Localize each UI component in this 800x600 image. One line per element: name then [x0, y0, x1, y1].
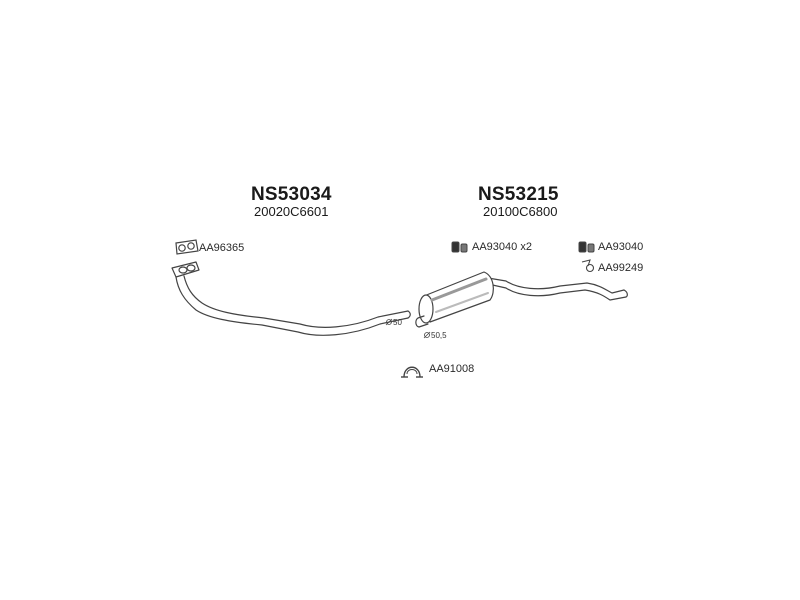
label-mount-pair: AA93040 x2 [472, 241, 532, 253]
assembly-1-part-number: NS53034 [251, 184, 332, 205]
label-gasket: AA96365 [199, 242, 245, 254]
silencer-inlet-diameter: 50,5 [431, 331, 447, 340]
rubber-mount-icon [451, 241, 468, 253]
front-pipe-diameter: 50 [393, 318, 402, 327]
diameter-symbol [385, 318, 431, 339]
clamp-icon [401, 366, 423, 378]
rubber-mount-icon [578, 241, 595, 253]
front-pipe[interactable] [171, 261, 411, 336]
assembly-2-reference: 20100C6800 [483, 204, 558, 219]
rear-silencer[interactable] [415, 271, 628, 328]
hanger-icon [581, 259, 595, 273]
label-mount-single: AA93040 [598, 241, 644, 253]
label-clamp: AA91008 [429, 363, 475, 375]
assembly-1-reference: 20020C6601 [254, 204, 329, 219]
label-hanger: AA99249 [598, 262, 644, 274]
assembly-2-part-number: NS53215 [478, 184, 559, 205]
gasket-icon [175, 239, 199, 255]
